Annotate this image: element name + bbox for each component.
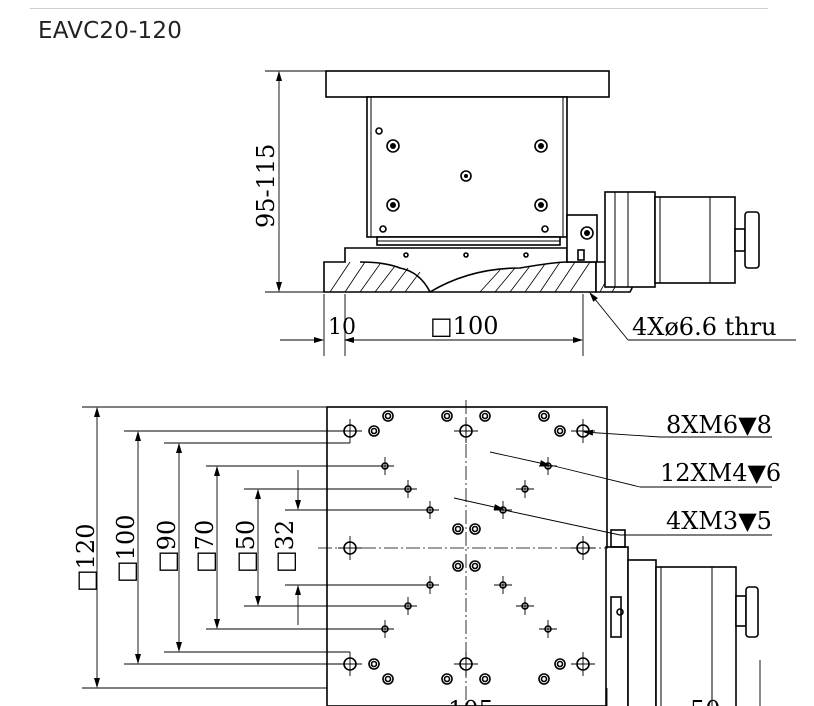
top-view: □120 □100 □90 □70 □50 □32 [72, 400, 781, 706]
hole-callout: 4Xø6.6 thru [632, 313, 777, 341]
adjust-knob [744, 211, 760, 269]
bottom-dim-50: 50 [690, 696, 721, 706]
bottom-dim-105: 105 [448, 696, 494, 706]
dim-120: □120 [72, 524, 100, 592]
base-dim: □100 [430, 312, 498, 340]
offset-dim: 10 [328, 315, 356, 340]
stage-body [366, 96, 568, 238]
height-dim: 95-115 [252, 144, 280, 228]
dim-100: □100 [112, 515, 140, 583]
callout-m6: 8XM6▼8 [666, 411, 772, 439]
top-plate [325, 70, 610, 98]
body-holes [375, 127, 549, 233]
m4-holes [376, 457, 557, 638]
side-view: 95-115 10 □100 4Xø6.6 thru [252, 70, 796, 356]
callout-m3: 4XM3▼5 [666, 507, 772, 535]
top-plate-outline [326, 406, 608, 706]
model-title: EAVC20-120 [38, 18, 183, 44]
dim-90: □90 [153, 520, 181, 573]
dim-70: □70 [191, 520, 219, 573]
dim-50: □50 [232, 520, 260, 573]
stepper-motor [604, 191, 656, 288]
callout-m4: 12XM4▼6 [660, 459, 781, 487]
dim-32: □32 [271, 520, 299, 573]
base-hatching [329, 261, 591, 293]
counterbore-holes [368, 410, 566, 685]
motor-bracket-top [605, 546, 629, 706]
stepper-motor-top [655, 566, 737, 706]
motor-bracket [566, 214, 598, 263]
header-rule [30, 8, 768, 9]
